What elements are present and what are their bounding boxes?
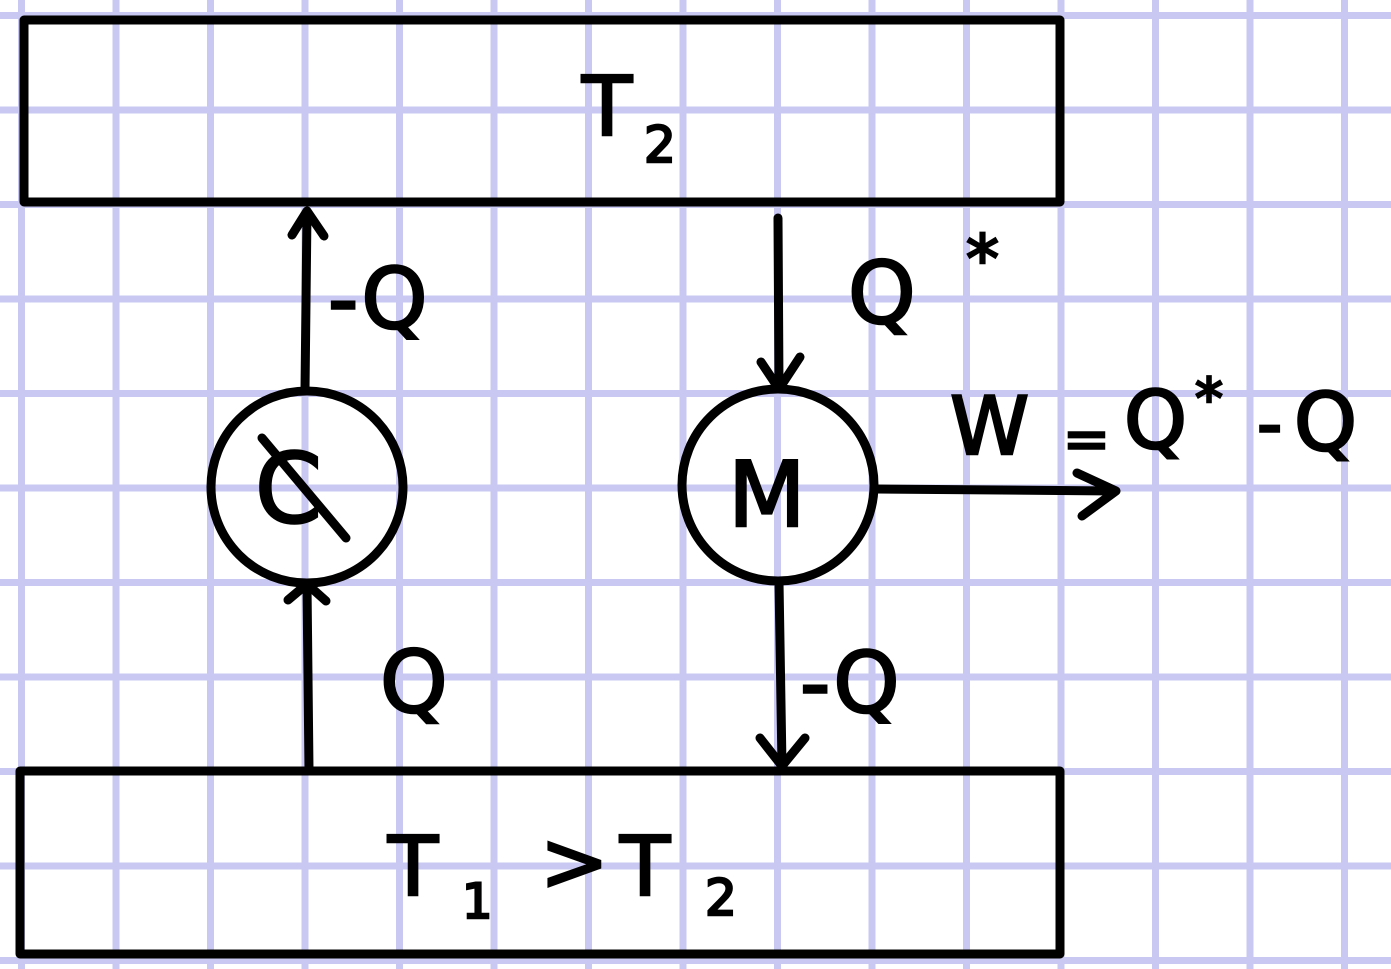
hot-reservoir-box <box>15 766 1065 959</box>
right-heat-out-arrow-line <box>774 577 787 771</box>
right-heat-in-label: Q <box>848 244 916 344</box>
left-heat-in-label: Q <box>380 633 448 733</box>
work-symbol: W <box>950 380 1029 473</box>
left-machine-symbol: C <box>255 433 322 545</box>
work-heat-term-superscript: * <box>1195 367 1223 432</box>
right-machine-symbol: M <box>728 443 806 548</box>
right-heat-in-arrow-line <box>773 213 784 393</box>
work-rhs-heat: Q <box>1294 376 1357 469</box>
hot-reservoir-t2-symbol: T <box>619 820 671 915</box>
cold-reservoir-box <box>19 15 1065 207</box>
work-heat-term: Q <box>1124 374 1187 467</box>
left-heat-out-arrow-line <box>300 207 312 395</box>
left-machine-strike <box>257 433 351 543</box>
left-heat-in-arrow-line <box>302 580 314 775</box>
hot-reservoir-t1-subscript: 1 <box>462 874 493 930</box>
hot-reservoir-greater-than: > <box>540 815 609 910</box>
work-arrowhead <box>1072 468 1121 521</box>
right-heat-in-superscript: * <box>966 221 999 298</box>
hot-reservoir-t1-symbol: T <box>387 820 439 915</box>
right-heat-out-label: -Q <box>800 634 900 732</box>
right-heat-out-arrowhead <box>755 733 810 771</box>
hot-reservoir-t2-subscript: 2 <box>705 869 737 927</box>
right-heat-in-arrowhead <box>756 352 805 394</box>
left-heat-out-arrowhead <box>287 206 329 241</box>
work-minus: - <box>1257 383 1282 465</box>
left-heat-in-arrowhead <box>283 579 331 606</box>
work-arrow-line <box>871 484 1120 496</box>
work-equals: = <box>1063 407 1110 472</box>
cold-reservoir-symbol: T <box>581 60 633 155</box>
left-heat-out-label: -Q <box>328 250 428 348</box>
cold-reservoir-subscript: 2 <box>644 116 676 174</box>
